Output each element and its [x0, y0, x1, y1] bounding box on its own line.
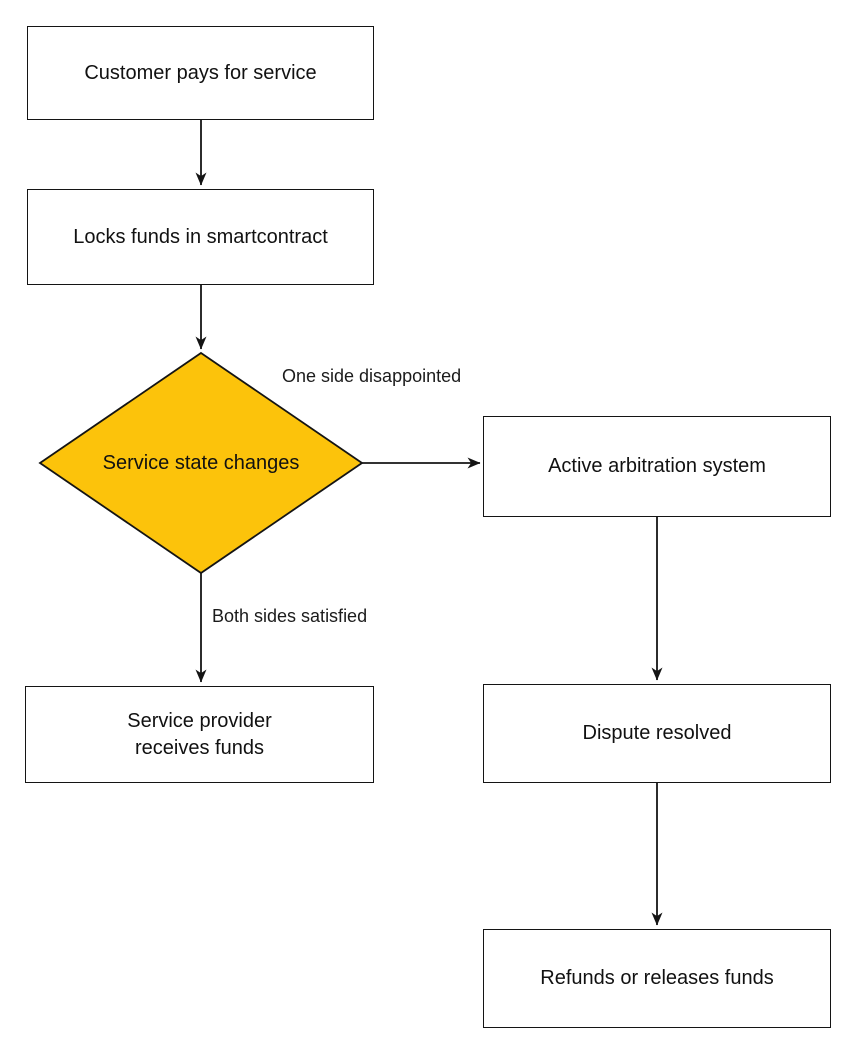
node-active-arbitration: Active arbitration system [483, 416, 831, 517]
edge-label-both-sides-satisfied: Both sides satisfied [212, 606, 368, 626]
node-refunds-releases: Refunds or releases funds [483, 929, 831, 1028]
node-dispute-resolved: Dispute resolved [483, 684, 831, 783]
node-customer-pays: Customer pays for service [27, 26, 374, 120]
edge-label-one-side-disappointed: One side disappointed [282, 366, 462, 386]
node-service-state-label: Service state changes [102, 452, 300, 474]
node-service-provider: Service provider receives funds [25, 686, 374, 783]
node-locks-funds: Locks funds in smartcontract [27, 189, 374, 285]
